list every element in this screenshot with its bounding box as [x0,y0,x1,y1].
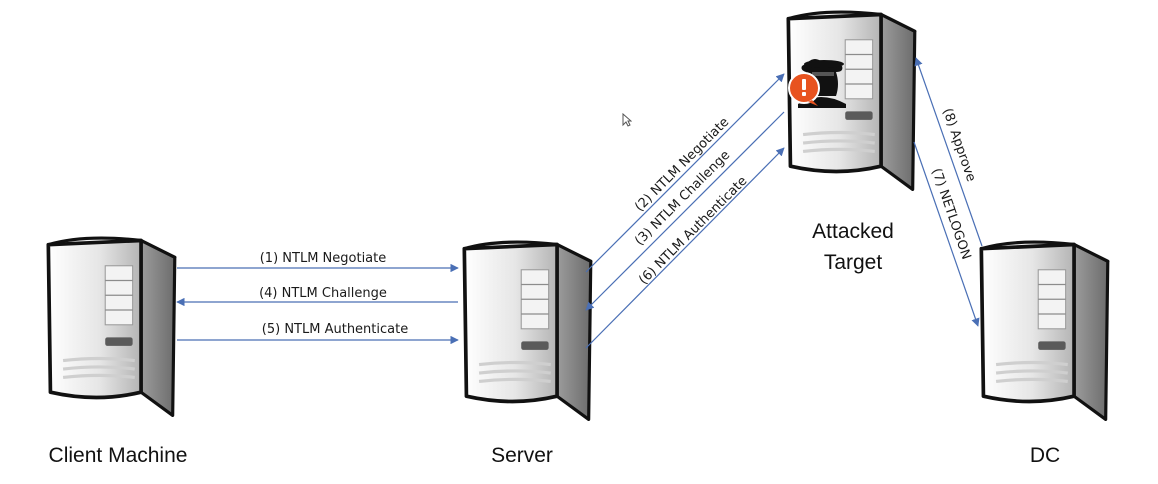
attacked-target-label-line2: Target [823,251,883,274]
dc-server-icon [979,240,1110,422]
server-icon [462,240,593,422]
label-1-ntlm-negotiate: (1) NTLM Negotiate [260,251,387,266]
client-machine-label: Client Machine [48,444,188,467]
client-server-icon [46,236,177,418]
arrow-7-netlogon [913,141,980,327]
label-5-ntlm-authenticate: (5) NTLM Authenticate [262,322,408,337]
arrow-3-ntlm-challenge [585,111,785,311]
arrow-2-ntlm-negotiate [585,73,785,273]
arrow-8-approve [914,57,983,247]
dc-label: DC [1029,444,1061,467]
arrow-6-ntlm-authenticate [585,147,785,349]
attacker-alert-icon [788,59,846,108]
server-label: Server [491,444,553,467]
mouse-cursor-icon [622,113,632,127]
label-4-ntlm-challenge: (4) NTLM Challenge [259,286,387,301]
attacked-target-label-line1: Attacked [812,220,894,243]
